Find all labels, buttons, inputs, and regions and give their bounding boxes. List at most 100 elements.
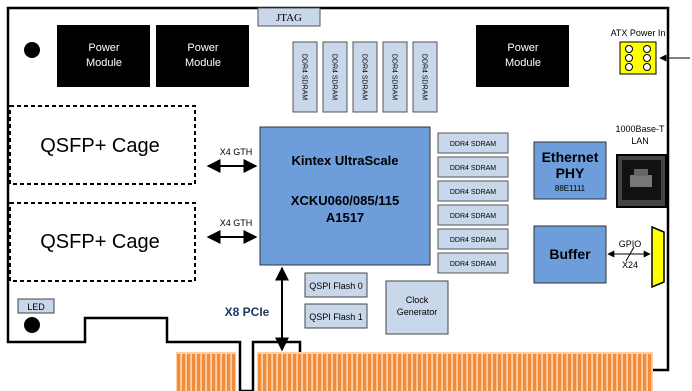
mounting-hole: [24, 317, 40, 333]
gold-finger: [263, 354, 267, 391]
gold-finger: [232, 354, 236, 391]
gold-finger: [217, 354, 221, 391]
gold-finger: [543, 354, 547, 391]
ddr4-chip-label: DDR4 SDRAM: [450, 165, 496, 172]
atx-label: ATX Power In: [611, 28, 666, 38]
gold-finger: [563, 354, 567, 391]
gold-finger: [378, 354, 382, 391]
gold-finger: [182, 354, 186, 391]
gold-finger: [433, 354, 437, 391]
gold-finger: [368, 354, 372, 391]
gold-finger: [523, 354, 527, 391]
gold-finger: [608, 354, 612, 391]
gold-finger: [638, 354, 642, 391]
ddr4-chip-label: DDR4 SDRAM: [391, 54, 398, 100]
gold-finger: [328, 354, 332, 391]
fpga-package: A1517: [326, 210, 364, 225]
gold-finger: [393, 354, 397, 391]
gold-finger: [588, 354, 592, 391]
gold-finger: [478, 354, 482, 391]
ddr4-chip: [437, 180, 509, 202]
qsfp-cage-1: [9, 105, 196, 185]
gold-finger: [483, 354, 487, 391]
gold-finger: [558, 354, 562, 391]
ddr4-chip: [352, 41, 378, 113]
ddr4-chip-label: DDR4 SDRAM: [301, 54, 308, 100]
gold-finger: [568, 354, 572, 391]
gold-finger: [227, 354, 231, 391]
gold-finger: [538, 354, 542, 391]
gold-finger: [207, 354, 211, 391]
fpga-part: XCKU060/085/115: [291, 193, 399, 208]
gold-finger: [548, 354, 552, 391]
gold-finger: [313, 354, 317, 391]
gold-finger: [343, 354, 347, 391]
gold-finger: [438, 354, 442, 391]
qspi-flash-0-label: QSPI Flash 0: [309, 281, 363, 291]
gold-finger: [473, 354, 477, 391]
ddr4-chip: [437, 228, 509, 250]
ddr4-chip: [437, 204, 509, 226]
gold-finger: [618, 354, 622, 391]
gold-finger: [633, 354, 637, 391]
gold-finger: [453, 354, 457, 391]
gold-finger: [323, 354, 327, 391]
led: [17, 298, 55, 314]
ddr4-chip: [437, 156, 509, 178]
gold-finger: [503, 354, 507, 391]
gold-finger: [643, 354, 647, 391]
gold-finger: [258, 354, 262, 391]
ddr4-chip-label: DDR4 SDRAM: [450, 261, 496, 268]
gold-finger: [623, 354, 627, 391]
gold-finger: [212, 354, 216, 391]
gpio-connector: [651, 225, 665, 289]
fpga-chip: [259, 126, 431, 266]
gold-finger: [598, 354, 602, 391]
gold-finger: [603, 354, 607, 391]
gold-finger: [408, 354, 412, 391]
ddr4-chip: [322, 41, 348, 113]
gold-finger: [508, 354, 512, 391]
qsfp-label-1: QSFP+ Cage: [40, 135, 160, 157]
gold-finger: [293, 354, 297, 391]
gold-finger: [222, 354, 226, 391]
gold-finger: [273, 354, 277, 391]
phy-part: 88E1111: [555, 184, 586, 193]
gold-finger: [513, 354, 517, 391]
gold-finger: [463, 354, 467, 391]
gold-finger: [177, 354, 181, 391]
gold-finger: [278, 354, 282, 391]
gold-finger: [298, 354, 302, 391]
ddr4-chip-label: DDR4 SDRAM: [361, 54, 368, 100]
phy-label: PHY: [556, 165, 585, 181]
gold-finger: [613, 354, 617, 391]
gold-finger: [192, 354, 196, 391]
gold-finger: [583, 354, 587, 391]
gold-finger: [648, 354, 652, 391]
pcie-gold-fingers-right: [257, 352, 653, 391]
pcie-label: X8 PCIe: [225, 305, 270, 319]
gold-finger: [288, 354, 292, 391]
gold-finger: [303, 354, 307, 391]
gold-finger: [553, 354, 557, 391]
gold-finger: [533, 354, 537, 391]
qspi-flash-1: [304, 303, 368, 329]
gold-finger: [187, 354, 191, 391]
buffer-label: Buffer: [549, 246, 591, 262]
ddr4-chip-label: DDR4 SDRAM: [421, 54, 428, 100]
gold-finger: [468, 354, 472, 391]
ddr4-chip-label: DDR4 SDRAM: [450, 237, 496, 244]
gold-finger: [528, 354, 532, 391]
buffer-chip: [533, 225, 607, 284]
gold-finger: [398, 354, 402, 391]
ddr4-chip-label: DDR4 SDRAM: [450, 189, 496, 196]
ddr4-chip-label: DDR4 SDRAM: [450, 141, 496, 148]
gpio-bus-slash: [625, 246, 635, 262]
jtag-label: JTAG: [276, 12, 302, 24]
ethernet-phy: [533, 141, 607, 200]
